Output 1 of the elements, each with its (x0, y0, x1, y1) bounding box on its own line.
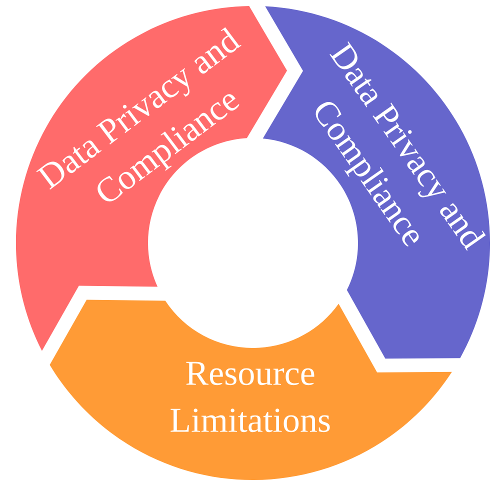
cycle-arrow-segment: Resource Limitations (50, 300, 452, 480)
